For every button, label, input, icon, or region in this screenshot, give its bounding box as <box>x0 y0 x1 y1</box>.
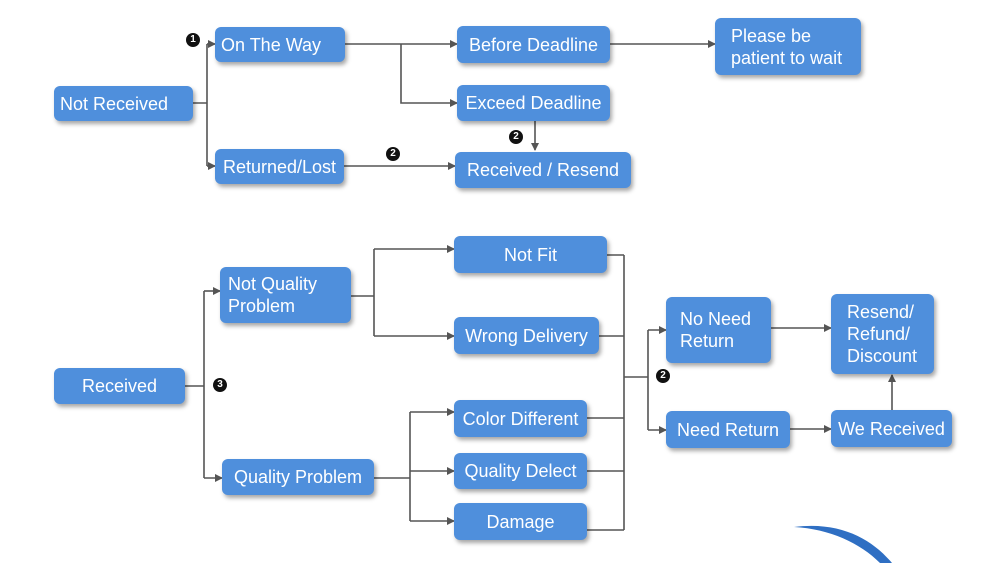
node-exceed-deadline-label: Exceed Deadline <box>465 93 602 113</box>
node-no-need-return: No Need Return <box>666 297 771 363</box>
step-badge-1: 1 <box>186 33 200 47</box>
node-on-the-way: On The Way <box>215 27 345 62</box>
node-not-received-label: Not Received <box>60 93 169 114</box>
step-badge-2-bottom: 2 <box>656 369 670 383</box>
node-please-wait: Please be patient to wait <box>715 18 861 75</box>
node-need-return: Need Return <box>666 411 790 448</box>
node-received-label: Received <box>81 376 158 396</box>
node-color-different: Color Different <box>454 400 587 437</box>
step-badge-3: 3 <box>213 378 227 392</box>
node-quality-delect: Quality Delect <box>454 453 587 489</box>
connector-on-the-way-to-exceed-deadline <box>400 44 458 107</box>
node-not-fit-label: Not Fit <box>503 244 557 265</box>
node-damage-label: Damage <box>486 511 555 532</box>
node-on-the-way-label: On The Way <box>221 34 322 55</box>
node-we-received-label: We Received <box>838 418 945 439</box>
node-returned-lost-label: Returned/Lost <box>222 156 337 177</box>
connector-qp-trunk <box>374 412 411 521</box>
node-no-need-return-label: No Need Return <box>680 309 752 351</box>
node-received-resend: Received / Resend <box>455 152 631 188</box>
node-quality-delect-label: Quality Delect <box>464 461 577 481</box>
node-not-quality-problem-label: Not Quality Problem <box>228 274 318 316</box>
node-exceed-deadline: Exceed Deadline <box>457 85 610 121</box>
node-please-wait-label: Please be patient to wait <box>731 25 843 68</box>
node-quality-problem: Quality Problem <box>222 459 374 495</box>
node-not-quality-problem: Not Quality Problem <box>220 267 351 323</box>
step-badge-2-top: 2 <box>386 147 400 161</box>
connector-nqp-trunk <box>351 249 375 336</box>
node-returned-lost: Returned/Lost <box>215 149 344 184</box>
node-wrong-delivery: Wrong Delivery <box>454 317 599 354</box>
node-need-return-label: Need Return <box>676 419 780 440</box>
decorative-swoosh <box>794 525 892 563</box>
node-not-fit: Not Fit <box>454 236 607 273</box>
step-badge-2-mid: 2 <box>509 130 523 144</box>
node-before-deadline: Before Deadline <box>457 26 610 63</box>
node-wrong-delivery-label: Wrong Delivery <box>465 325 588 346</box>
node-before-deadline-label: Before Deadline <box>468 34 599 55</box>
connector-collector <box>587 254 649 531</box>
node-resend-refund-discount-label: Resend/ Refund/ Discount <box>847 302 918 366</box>
node-color-different-label: Color Different <box>462 408 579 429</box>
node-we-received: We Received <box>831 410 952 447</box>
node-received: Received <box>54 368 185 404</box>
node-damage: Damage <box>454 503 587 540</box>
node-resend-refund-discount: Resend/ Refund/ Discount <box>831 294 934 374</box>
node-not-received: Not Received <box>54 86 193 121</box>
node-quality-problem-label: Quality Problem <box>233 467 363 487</box>
node-received-resend-label: Received / Resend <box>466 160 620 180</box>
connector-received-trunk <box>185 291 205 478</box>
connector-not-received-trunk <box>193 44 208 166</box>
